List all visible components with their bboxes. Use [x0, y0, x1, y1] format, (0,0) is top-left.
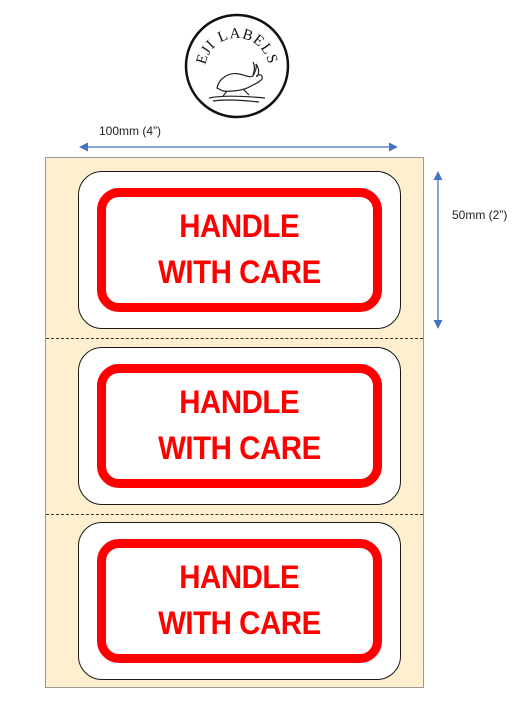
label-frame: HANDLE WITH CARE — [97, 364, 382, 488]
label-frame: HANDLE WITH CARE — [97, 539, 382, 663]
label-text-line1: HANDLE — [179, 559, 300, 596]
label-3: HANDLE WITH CARE — [78, 522, 401, 680]
label-text-line2: WITH CARE — [158, 605, 321, 641]
label-sheet: HANDLE WITH CARE HANDLE WITH CARE HANDLE… — [45, 157, 424, 688]
perforation-line — [46, 514, 423, 515]
perforation-line — [46, 338, 423, 339]
width-dimension-label: 100mm (4”) — [99, 124, 162, 138]
label-text-line1: HANDLE — [179, 384, 300, 421]
label-text-line2: WITH CARE — [158, 254, 321, 290]
label-1: HANDLE WITH CARE — [78, 171, 401, 329]
label-2: HANDLE WITH CARE — [78, 347, 401, 505]
label-frame: HANDLE WITH CARE — [97, 188, 382, 312]
label-text-line2: WITH CARE — [158, 430, 321, 466]
hare-icon: EJI LABELS — [184, 13, 290, 119]
height-dimension-label: 50mm (2”) — [452, 208, 508, 222]
label-text-line1: HANDLE — [179, 208, 300, 245]
brand-logo: EJI LABELS — [183, 12, 291, 120]
